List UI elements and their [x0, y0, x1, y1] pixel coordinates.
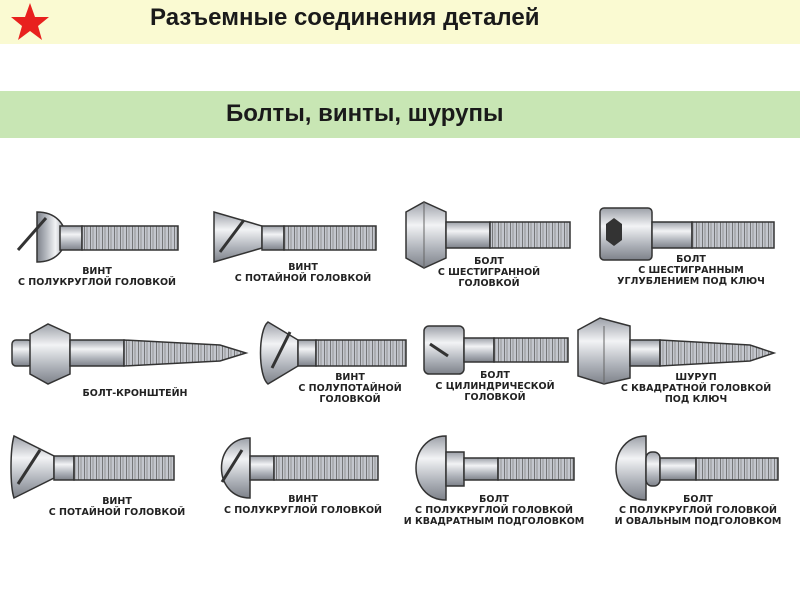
screw-countersunk-head-2 [10, 434, 175, 500]
caption-bolt-oval-neck: болт с полукруглой головкой и овальным п… [614, 494, 782, 527]
caption-bolt-cylindrical-head: болт с цилиндрической головкой [435, 370, 555, 403]
page-title: Разъемные соединения деталей [150, 4, 540, 31]
screw-round-head-2 [220, 437, 379, 499]
bolt-oval-neck [615, 435, 779, 501]
screw-square-head [577, 317, 777, 385]
bolt-cylindrical-head [423, 325, 569, 375]
bolt-square-neck [415, 435, 575, 501]
star-icon [11, 3, 49, 40]
caption-screw-round-head: винт с полукруглой головкой [18, 266, 176, 288]
caption-screw-countersunk-head: винт с потайной головкой [234, 262, 372, 284]
screw-round-head [16, 211, 179, 263]
screw-raised-countersunk [259, 321, 407, 385]
page-subtitle: Болты, винты, шурупы [226, 100, 504, 127]
screw-countersunk-head [213, 211, 377, 263]
bolt-socket-head [599, 207, 775, 261]
caption-screw-raised-countersunk: винт с полупотайной головкой [298, 372, 402, 405]
subtitle-bar [0, 91, 800, 138]
caption-screw-square-head: шуруп с квадратной головкой под ключ [620, 372, 772, 405]
bolt-bracket [11, 323, 249, 385]
caption-bolt-socket-head: болт с шестигранным углублением под ключ [617, 254, 765, 287]
caption-screw-round-head-2: винт с полукруглой головкой [224, 494, 382, 516]
caption-screw-countersunk-head-2: винт с потайной головкой [48, 496, 186, 518]
caption-bolt-square-neck: болт с полукруглой головкой и квадратным… [403, 494, 585, 527]
caption-bolt-bracket: болт-кронштейн [82, 388, 188, 399]
title-bar [0, 0, 800, 44]
caption-bolt-hex-head: болт с шестигранной головкой [437, 256, 541, 289]
bolt-hex-head [405, 201, 571, 269]
